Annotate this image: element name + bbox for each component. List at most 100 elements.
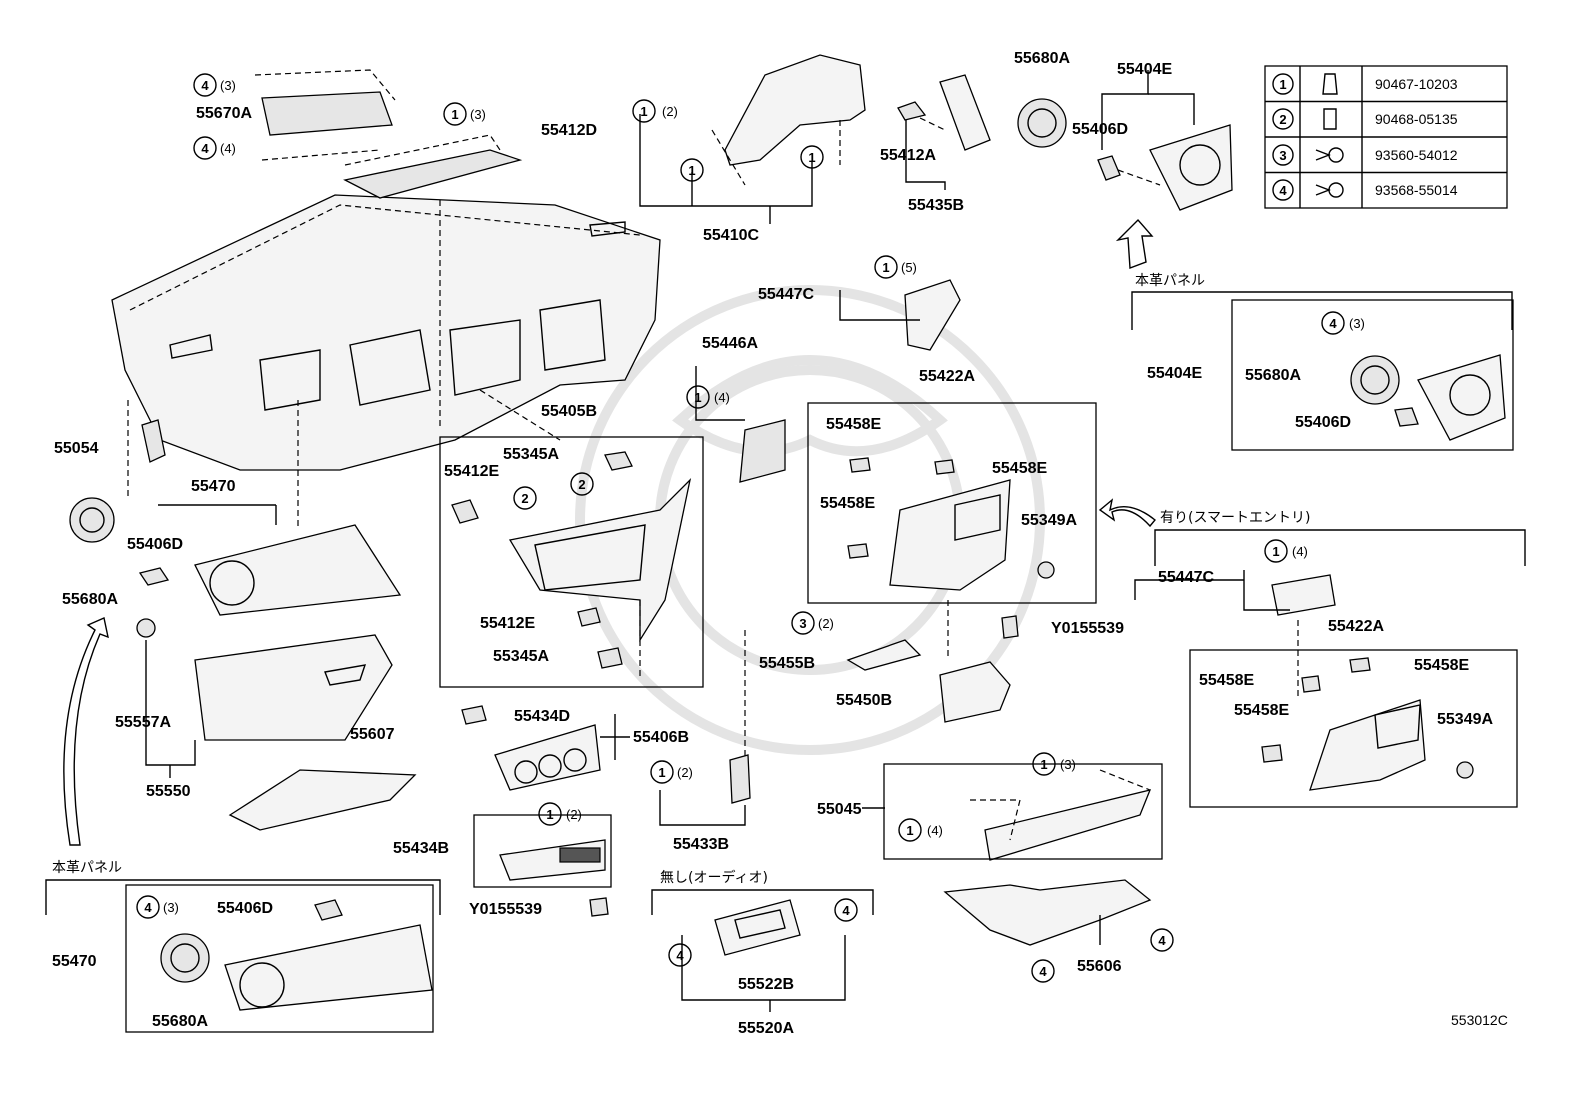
callout-qty: (4)	[714, 390, 730, 405]
callout-qty: (3)	[470, 107, 486, 122]
part-label[interactable]: 55406D	[1295, 414, 1351, 431]
callout: 4 (3)	[193, 73, 236, 97]
callout: 2	[570, 472, 594, 496]
bottom-left-box-shapes	[160, 899, 433, 1011]
part-label[interactable]: 55458E	[820, 495, 875, 512]
part-label[interactable]: 55522B	[738, 976, 794, 993]
callout-num: 4	[1158, 933, 1166, 948]
part-label[interactable]: 55607	[350, 726, 395, 743]
part-label[interactable]: 55422A	[919, 368, 975, 385]
region-label: 本革パネル	[52, 860, 122, 876]
part-label[interactable]: 55054	[54, 440, 99, 457]
callout: 1(4)	[686, 385, 730, 409]
part-label[interactable]: 55433B	[673, 836, 729, 853]
part-label[interactable]: 55458E	[1234, 702, 1289, 719]
part-55405B-shape	[451, 451, 692, 680]
callout: 1(3)	[1032, 752, 1076, 776]
legend-code: 90467-10203	[1375, 76, 1458, 92]
callout-num: 1	[882, 260, 889, 275]
part-label[interactable]: 55412E	[444, 463, 499, 480]
part-label[interactable]: 55412D	[541, 122, 597, 139]
callout-num: 2	[578, 477, 585, 492]
part-label[interactable]: 55446A	[702, 335, 758, 352]
part-label[interactable]: 55406D	[217, 900, 273, 917]
part-label[interactable]: 55470	[52, 953, 97, 970]
part-label[interactable]: 55345A	[503, 446, 559, 463]
region-label: 本革パネル	[1135, 273, 1205, 289]
part-label[interactable]: 55447C	[758, 286, 814, 303]
part-label[interactable]: 55410C	[703, 227, 759, 244]
callout-qty: (3)	[1349, 316, 1365, 331]
arrow-left	[1098, 498, 1156, 528]
callout-num: 1	[640, 104, 647, 119]
part-label[interactable]: 55670A	[196, 105, 252, 122]
part-label[interactable]: 55458E	[1414, 657, 1469, 674]
part-label[interactable]: 55470	[191, 478, 236, 495]
part-label[interactable]: 55406D	[127, 536, 183, 553]
part-55433B-shape	[729, 754, 751, 804]
part-label[interactable]: 55412E	[480, 615, 535, 632]
arrow-up-right	[1115, 218, 1154, 269]
part-55446A-shape	[739, 419, 786, 483]
part-label[interactable]: 55550	[146, 783, 191, 800]
callout: 1 (2)	[650, 760, 693, 784]
part-label[interactable]: 55404E	[1117, 61, 1172, 78]
part-55607-shape	[228, 769, 417, 831]
part-label[interactable]: 55422A	[1328, 618, 1384, 635]
part-label[interactable]: 55405B	[541, 403, 597, 420]
part-label[interactable]: 55406D	[1072, 121, 1128, 138]
legend-num: 3	[1279, 148, 1286, 163]
part-label[interactable]: 55435B	[908, 197, 964, 214]
callout-num: 1	[451, 107, 458, 122]
part-55422A-mid-shape	[847, 457, 1055, 660]
part-label[interactable]: 55680A	[62, 591, 118, 608]
part-label[interactable]: 55557A	[115, 714, 171, 731]
part-label[interactable]: 55606	[1077, 958, 1122, 975]
fastener-legend	[1264, 65, 1508, 209]
callout-num: 1	[906, 823, 913, 838]
callout: 4	[1150, 928, 1174, 952]
part-label[interactable]: 55045	[817, 801, 862, 818]
legend-num: 2	[1279, 112, 1286, 127]
part-label[interactable]: 55349A	[1437, 711, 1493, 728]
part-label[interactable]: Y0155539	[1051, 620, 1124, 637]
screw-icon	[1315, 182, 1344, 198]
frame-55434B	[473, 814, 612, 888]
callout-num: 4	[201, 78, 209, 93]
part-label[interactable]: 55458E	[826, 416, 881, 433]
part-label[interactable]: 55458E	[992, 460, 1047, 477]
callout-num: 4	[676, 948, 684, 963]
part-labels: 55670A 55412D 55410C 55412A 55435B 55680…	[52, 50, 1493, 1037]
part-label[interactable]: 55520A	[738, 1020, 794, 1037]
part-label[interactable]: 55680A	[152, 1013, 208, 1030]
clip-icon	[1322, 73, 1338, 95]
callout-num: 1	[658, 765, 665, 780]
part-label[interactable]: 55434D	[514, 708, 570, 725]
part-label[interactable]: 55455B	[759, 655, 815, 672]
part-label[interactable]: 55434B	[393, 840, 449, 857]
callout-qty: (3)	[163, 900, 179, 915]
leader-lines	[145, 70, 1290, 1012]
part-label[interactable]: 55404E	[1147, 365, 1202, 382]
callout: 1	[680, 158, 704, 182]
part-label[interactable]: Y0155539	[469, 901, 542, 918]
part-label[interactable]: 55450B	[836, 692, 892, 709]
part-label[interactable]: 55406B	[633, 729, 689, 746]
part-label[interactable]: 55412A	[880, 147, 936, 164]
frame-55405B	[439, 436, 704, 688]
part-label[interactable]: 55345A	[493, 648, 549, 665]
callout: 4(3)	[136, 895, 179, 919]
callout-qty: (4)	[927, 823, 943, 838]
callout-qty: (3)	[220, 78, 236, 93]
callout: 4(4)	[193, 136, 236, 160]
callout: 4	[834, 898, 858, 922]
callout-qty: (2)	[677, 765, 693, 780]
part-55406B-shape	[461, 705, 601, 791]
part-label[interactable]: 55680A	[1014, 50, 1070, 67]
part-label[interactable]: 55680A	[1245, 367, 1301, 384]
callout-num: 4	[201, 141, 209, 156]
part-label[interactable]: 55447C	[1158, 569, 1214, 586]
part-label[interactable]: 55349A	[1021, 512, 1077, 529]
part-55450B-shape	[846, 615, 1019, 723]
part-label[interactable]: 55458E	[1199, 672, 1254, 689]
